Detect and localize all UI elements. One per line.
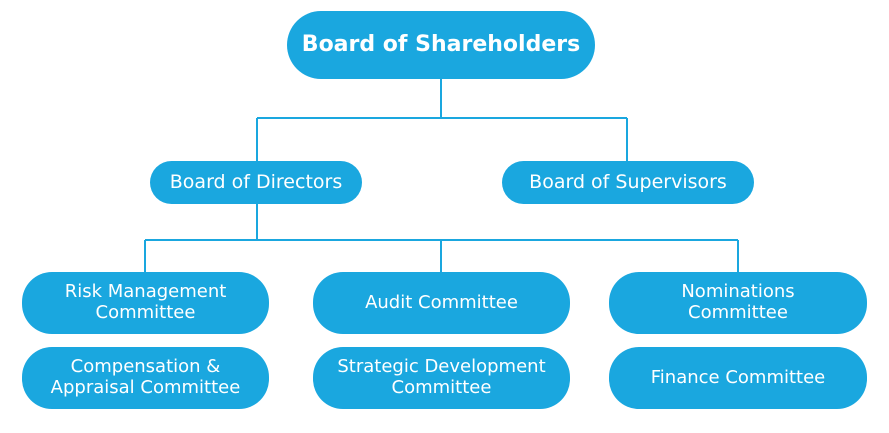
node-nominations-committee: Nominations Committee [609,272,867,334]
node-label: Finance Committee [650,366,826,388]
node-board-of-directors: Board of Directors [150,161,362,204]
node-board-of-shareholders: Board of Shareholders [287,11,595,79]
node-strategic-development-committee: Strategic Development Committee [313,347,570,409]
node-label: Compensation & Appraisal Committee [50,356,241,398]
node-label: Nominations Committee [681,281,795,323]
node-label: Audit Committee [365,291,518,313]
node-risk-management-committee: Risk Management Committee [22,272,269,334]
node-label: Risk Management Committee [64,281,227,323]
node-label: Board of Directors [169,170,343,193]
node-label: Strategic Development Committee [337,356,546,398]
node-compensation-appraisal-committee: Compensation & Appraisal Committee [22,347,269,409]
node-board-of-supervisors: Board of Supervisors [502,161,754,204]
node-finance-committee: Finance Committee [609,347,867,409]
node-label: Board of Shareholders [301,32,581,58]
node-label: Board of Supervisors [529,170,727,193]
node-audit-committee: Audit Committee [313,272,570,334]
